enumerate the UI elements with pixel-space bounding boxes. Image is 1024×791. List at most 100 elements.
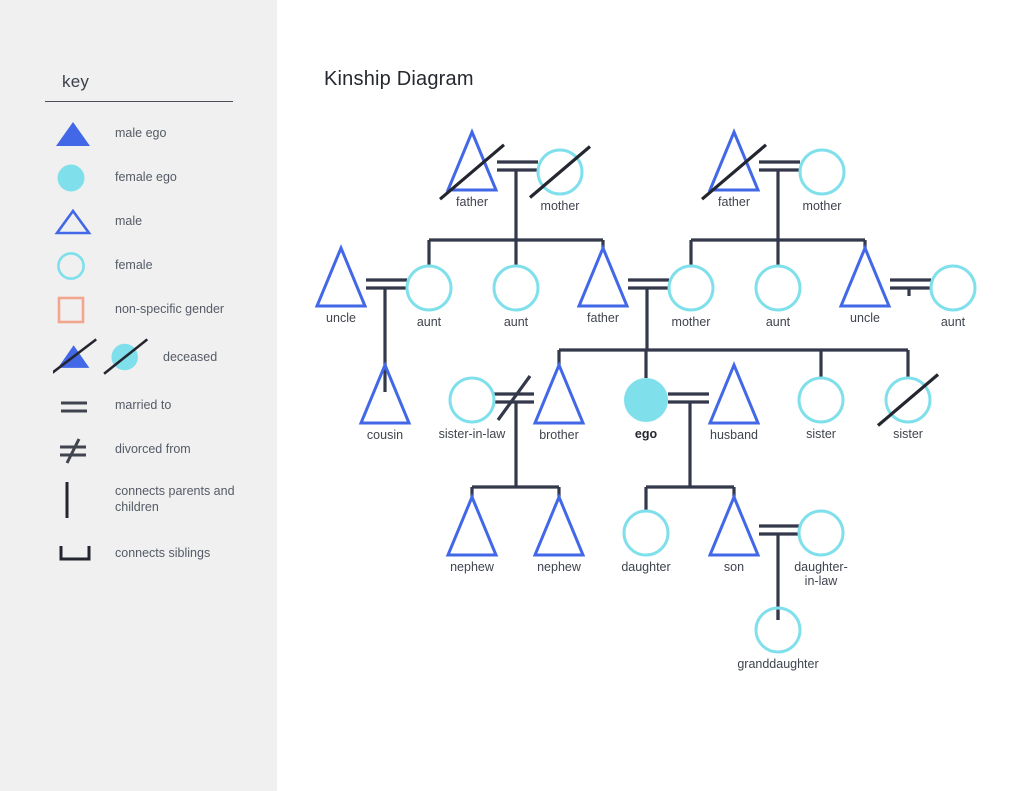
legend-item-connects-parents-children: connects parents and children: [45, 472, 277, 528]
circle-outline[interactable]: [405, 264, 453, 312]
legend-label: male: [115, 214, 143, 229]
legend-item-nonspecific-gender: non-specific gender: [45, 288, 277, 332]
node-label-line: mother: [672, 315, 711, 329]
union-u-bro: [494, 375, 534, 487]
node-nep2[interactable]: nephew: [532, 493, 586, 574]
node-son[interactable]: son: [707, 493, 761, 574]
node-label-line: uncle: [326, 311, 356, 325]
node-label-line: uncle: [850, 311, 880, 325]
node-sis2[interactable]: sister: [876, 373, 940, 442]
legend-item-male: male: [45, 200, 277, 244]
triangle-outline[interactable]: [532, 493, 586, 557]
circle-outline[interactable]: [797, 376, 845, 424]
circle-outline[interactable]: [622, 509, 670, 557]
sibship-s-ego2: [644, 485, 736, 511]
node-sil[interactable]: sister-in-law: [439, 376, 507, 441]
node-label-line: granddaughter: [737, 657, 818, 671]
triangle-outline[interactable]: [576, 244, 630, 308]
triangle-outline[interactable]: [838, 244, 892, 308]
circle-outline[interactable]: [884, 376, 932, 424]
node-label-line: nephew: [537, 560, 582, 574]
node-label: mother: [541, 199, 580, 213]
deceased-slash-icon: [45, 337, 163, 379]
node-gm1[interactable]: mother: [528, 145, 592, 214]
node-gm2[interactable]: mother: [798, 148, 846, 213]
node-label-line: aunt: [504, 315, 529, 329]
deceased-slash-icon: [438, 143, 506, 201]
links-layer: [366, 160, 931, 620]
triangle-outline[interactable]: [445, 128, 499, 192]
node-label: nephew: [450, 560, 495, 574]
filled-circle-icon: [45, 162, 115, 194]
union-u-unc2: [890, 278, 931, 296]
node-label: aunt: [766, 315, 791, 329]
node-label: aunt: [504, 315, 529, 329]
node-label: sister-in-law: [439, 427, 507, 441]
vertical-line-icon: [45, 478, 115, 522]
not-equals-icon: [45, 435, 115, 465]
key-legend-list: male ego female ego male: [45, 112, 277, 580]
circle-outline[interactable]: [929, 264, 977, 312]
triangle-outline[interactable]: [358, 361, 412, 425]
node-gda[interactable]: granddaughter: [737, 606, 819, 671]
circle-outline[interactable]: [754, 264, 802, 312]
node-hus[interactable]: husband: [707, 361, 761, 442]
triangle-outline[interactable]: [707, 493, 761, 557]
divorce-slash: [496, 375, 532, 421]
union-u-gp1: [497, 160, 538, 240]
circle-outline-icon: [45, 250, 115, 282]
node-label: father: [587, 311, 619, 325]
node-aun3[interactable]: aunt: [754, 264, 802, 329]
legend-label: female: [115, 258, 153, 273]
ego-circle-filled[interactable]: [624, 378, 668, 422]
node-label-line: in-law: [805, 574, 839, 588]
node-label-line: sister-in-law: [439, 427, 507, 441]
node-dil[interactable]: daughter-in-law: [794, 509, 848, 588]
node-sis1[interactable]: sister: [797, 376, 845, 441]
node-fa[interactable]: father: [576, 244, 630, 325]
node-dau[interactable]: daughter: [621, 509, 671, 574]
node-label-line: aunt: [766, 315, 791, 329]
legend-label: non-specific gender: [115, 302, 225, 317]
node-unc2[interactable]: uncle: [838, 244, 892, 325]
circle-outline[interactable]: [667, 264, 715, 312]
circle-outline[interactable]: [798, 148, 846, 196]
node-aun1[interactable]: aunt: [405, 264, 453, 329]
node-nep1[interactable]: nephew: [445, 493, 499, 574]
deceased-slash-icon: [876, 373, 940, 427]
legend-item-female-ego: female ego: [45, 156, 277, 200]
node-label: daughter: [621, 560, 670, 574]
node-label: uncle: [850, 311, 880, 325]
circle-outline[interactable]: [797, 509, 845, 557]
sibship-s-gp2: [689, 238, 867, 266]
node-bro[interactable]: brother: [532, 361, 586, 442]
node-aun4[interactable]: aunt: [929, 264, 977, 329]
node-ego[interactable]: ego: [624, 378, 668, 441]
node-label: ego: [635, 427, 658, 441]
sibship-s-gp1: [427, 238, 605, 266]
node-label-line: brother: [539, 428, 579, 442]
node-label: mother: [672, 315, 711, 329]
node-aun2[interactable]: aunt: [492, 264, 540, 329]
circle-outline[interactable]: [536, 148, 584, 196]
triangle-outline[interactable]: [445, 493, 499, 557]
triangle-outline[interactable]: [314, 244, 368, 308]
triangle-outline[interactable]: [707, 128, 761, 192]
legend-label: deceased: [163, 350, 218, 365]
circle-outline[interactable]: [448, 376, 496, 424]
node-gf2[interactable]: father: [700, 128, 768, 209]
node-gf1[interactable]: father: [438, 128, 506, 209]
circle-outline[interactable]: [492, 264, 540, 312]
triangle-outline[interactable]: [532, 361, 586, 425]
node-label-line: mother: [541, 199, 580, 213]
legend-label: divorced from: [115, 442, 191, 457]
node-unc1[interactable]: uncle: [314, 244, 368, 325]
node-mo[interactable]: mother: [667, 264, 715, 329]
legend-label: connects siblings: [115, 546, 211, 561]
node-label: son: [724, 560, 744, 574]
deceased-slash-icon: [700, 143, 768, 201]
filled-triangle-icon: [45, 119, 115, 149]
triangle-outline[interactable]: [707, 361, 761, 425]
node-cou[interactable]: cousin: [358, 361, 412, 442]
circle-outline[interactable]: [754, 606, 802, 654]
